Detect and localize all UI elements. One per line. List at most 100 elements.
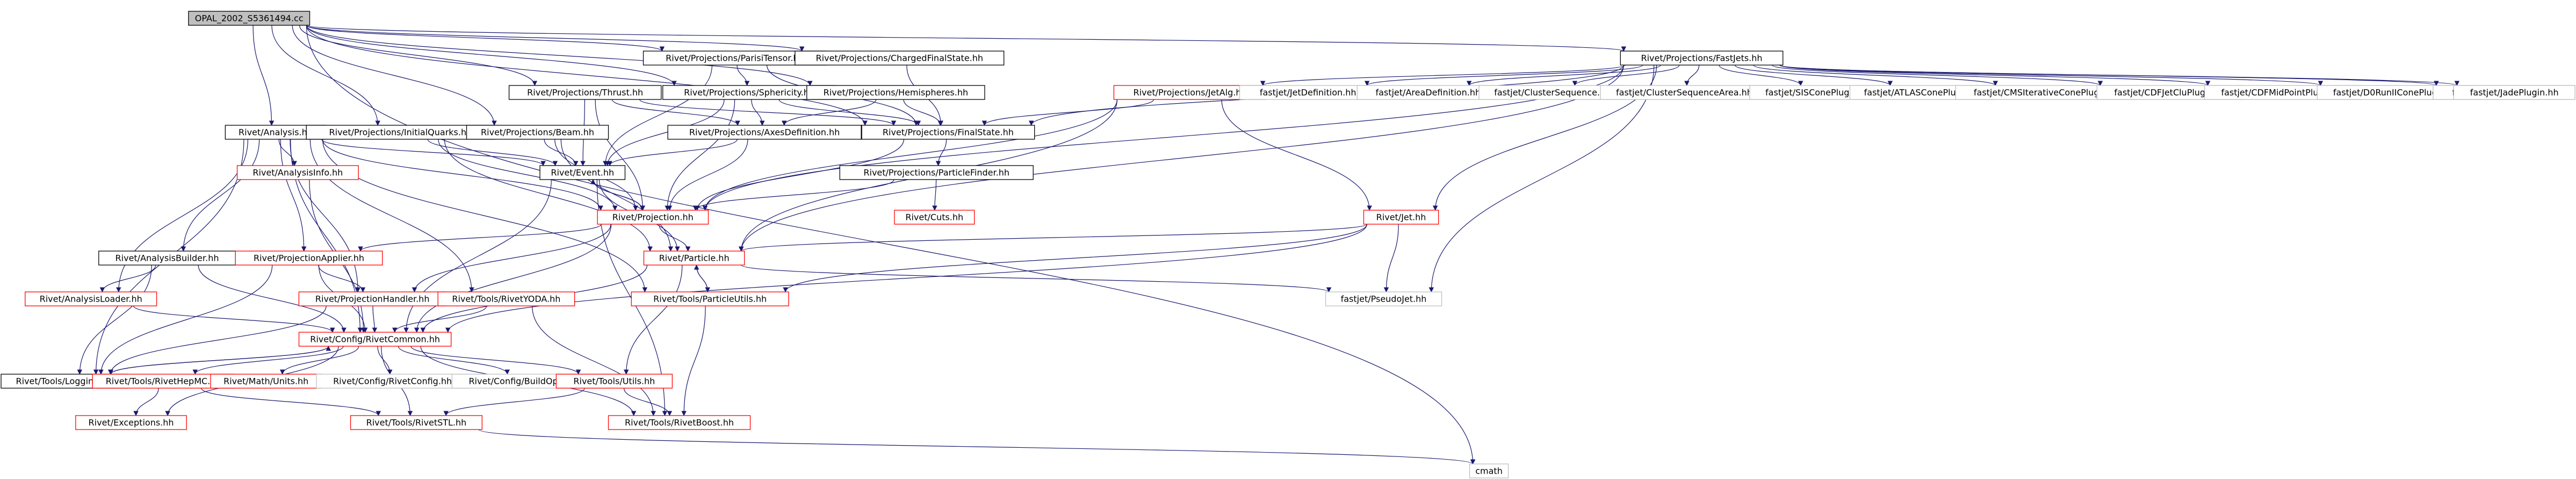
edge-anabuilder-to-common xyxy=(198,264,347,333)
node-label: fastjet/ATLASConePlugin.hh xyxy=(1864,88,1983,98)
node-putils[interactable]: Rivet/Tools/ParticleUtils.hh xyxy=(631,291,789,306)
edge-common-to-buildopts xyxy=(398,346,510,375)
node-label: Rivet/Event.hh xyxy=(551,168,614,178)
edge-proj-to-papplier xyxy=(358,224,602,252)
node-boost[interactable]: Rivet/Tools/RivetBoost.hh xyxy=(608,415,751,430)
edge-piq-to-event xyxy=(427,139,558,166)
node-cmath[interactable]: cmath xyxy=(1469,463,1509,478)
node-label: Rivet/Jet.hh xyxy=(1376,212,1426,223)
node-proj[interactable]: Rivet/Projection.hh xyxy=(597,210,709,225)
edge-ana-to-proj xyxy=(322,139,603,211)
node-label: Rivet/Particle.hh xyxy=(659,253,730,263)
node-box xyxy=(75,415,187,430)
node-root: OPAL_2002_S5361494.cc xyxy=(188,11,311,26)
edge-root-to-ppt xyxy=(306,25,665,52)
edge-proj-to-event xyxy=(590,179,643,211)
edge-pfj-to-fjcdfmid xyxy=(1779,65,2211,86)
edge-pfj-to-pseudojet xyxy=(1428,65,1655,292)
edge-proj-to-common xyxy=(414,224,612,333)
node-label: Rivet/Projections/Sphericity.hh xyxy=(684,88,814,98)
node-box xyxy=(894,210,975,225)
node-box xyxy=(236,165,359,180)
edge-common-to-rconfig xyxy=(377,346,393,375)
node-box xyxy=(608,415,751,430)
node-box xyxy=(1325,291,1442,306)
node-papplier[interactable]: Rivet/ProjectionApplier.hh xyxy=(235,251,383,266)
edge-common-to-mathunits xyxy=(279,346,359,375)
node-piq[interactable]: Rivet/Projections/InitialQuarks.hh xyxy=(306,125,495,140)
node-label: fastjet/PseudoJet.hh xyxy=(1341,294,1427,304)
edge-stl-to-cmath xyxy=(478,429,1475,464)
edge-pth-to-paxes xyxy=(611,99,740,126)
edge-utils-to-stl xyxy=(443,388,585,416)
node-box xyxy=(437,291,575,306)
node-label: Rivet/Cuts.hh xyxy=(905,212,963,223)
node-label: Rivet/Projections/FinalState.hh xyxy=(883,127,1014,138)
node-phandler[interactable]: Rivet/ProjectionHandler.hh xyxy=(298,291,446,306)
node-ppf[interactable]: Rivet/Projections/ParticleFinder.hh xyxy=(839,165,1034,180)
node-pbeam[interactable]: Rivet/Projections/Beam.hh xyxy=(466,125,609,140)
edge-root-to-psph xyxy=(306,25,677,86)
edge-paxes-to-proj xyxy=(667,139,748,211)
edge-ana-to-event xyxy=(321,139,546,166)
node-rconfig[interactable]: Rivet/Config/RivetConfig.hh xyxy=(316,374,469,389)
node-utils[interactable]: Rivet/Tools/Utils.hh xyxy=(555,374,673,389)
edge-phem-to-paxes xyxy=(781,99,877,126)
node-box xyxy=(1363,210,1439,225)
node-mathunits[interactable]: Rivet/Math/Units.hh xyxy=(210,374,322,389)
node-yoda[interactable]: Rivet/Tools/RivetYODA.hh xyxy=(437,291,575,306)
node-box xyxy=(555,374,673,389)
edge-ana-to-yoda xyxy=(309,139,474,292)
node-label: Rivet/Tools/Logging.hh xyxy=(16,376,113,387)
edge-utils-to-boost xyxy=(623,388,673,416)
node-paxes[interactable]: Rivet/Projections/AxesDefinition.hh xyxy=(667,125,862,140)
node-fjjade[interactable]: fastjet/JadePlugin.hh xyxy=(2453,85,2575,100)
node-label: Rivet/Projections/AxesDefinition.hh xyxy=(689,127,840,138)
edge-ana-to-phandler xyxy=(290,139,360,292)
node-pcfs[interactable]: Rivet/Projections/ChargedFinalState.hh xyxy=(795,51,1005,66)
node-fjarea[interactable]: fastjet/AreaDefinition.hh xyxy=(1356,85,1499,100)
node-pth[interactable]: Rivet/Projections/Thrust.hh xyxy=(508,85,662,100)
node-exceptions[interactable]: Rivet/Exceptions.hh xyxy=(75,415,187,430)
node-box xyxy=(1620,51,1784,66)
node-pfs[interactable]: Rivet/Projections/FinalState.hh xyxy=(861,125,1035,140)
edge-jet-to-putils xyxy=(783,224,1368,292)
node-fjdef[interactable]: fastjet/JetDefinition.hh xyxy=(1239,85,1377,100)
node-analoader[interactable]: Rivet/AnalysisLoader.hh xyxy=(25,291,157,306)
edge-pfj-to-fjcdfclu xyxy=(1771,65,2103,86)
node-box xyxy=(597,210,709,225)
node-box xyxy=(306,125,495,140)
node-stl[interactable]: Rivet/Tools/RivetSTL.hh xyxy=(350,415,483,430)
node-box xyxy=(316,374,469,389)
edge-ana-to-anabuilder xyxy=(181,139,260,252)
edge-putils-to-boost xyxy=(681,305,706,416)
edge-ppt-to-psph xyxy=(737,65,750,86)
node-fjcsa[interactable]: fastjet/ClusterSequenceArea.hh xyxy=(1600,85,1769,100)
node-label: Rivet/Exceptions.hh xyxy=(89,418,174,428)
node-label: Rivet/AnalysisInfo.hh xyxy=(252,168,343,178)
node-anainfo[interactable]: Rivet/AnalysisInfo.hh xyxy=(236,165,359,180)
node-event[interactable]: Rivet/Event.hh xyxy=(539,165,626,180)
edge-common-to-hepmc xyxy=(192,346,344,375)
node-label: Rivet/Tools/RivetHepMC.hh xyxy=(106,376,221,387)
node-pfj[interactable]: Rivet/Projections/FastJets.hh xyxy=(1620,51,1784,66)
node-cuts[interactable]: Rivet/Cuts.hh xyxy=(894,210,975,225)
node-common[interactable]: Rivet/Config/RivetCommon.hh xyxy=(298,332,452,347)
node-box xyxy=(539,165,626,180)
edge-pjetalg-to-pfs xyxy=(982,99,1154,126)
edge-pfj-to-fjcs xyxy=(1572,65,1680,86)
node-particle[interactable]: Rivet/Particle.hh xyxy=(643,251,745,266)
edge-pbeam-to-particle xyxy=(560,139,674,252)
node-jet[interactable]: Rivet/Jet.hh xyxy=(1363,210,1439,225)
node-label: fastjet/ClusterSequence.hh xyxy=(1494,88,1611,98)
edge-pth-to-proj xyxy=(595,99,646,211)
node-pseudojet[interactable]: fastjet/PseudoJet.hh xyxy=(1325,291,1442,306)
node-box xyxy=(235,251,383,266)
node-label: Rivet/Projections/InitialQuarks.hh xyxy=(329,127,472,138)
nodes-layer: OPAL_2002_S5361494.ccRivet/Projections/P… xyxy=(1,11,2575,478)
node-label: Rivet/AnalysisBuilder.hh xyxy=(116,253,219,263)
node-phem[interactable]: Rivet/Projections/Hemispheres.hh xyxy=(806,85,985,100)
node-anabuilder[interactable]: Rivet/AnalysisBuilder.hh xyxy=(98,251,236,266)
edge-proj-to-phandler xyxy=(412,224,611,292)
